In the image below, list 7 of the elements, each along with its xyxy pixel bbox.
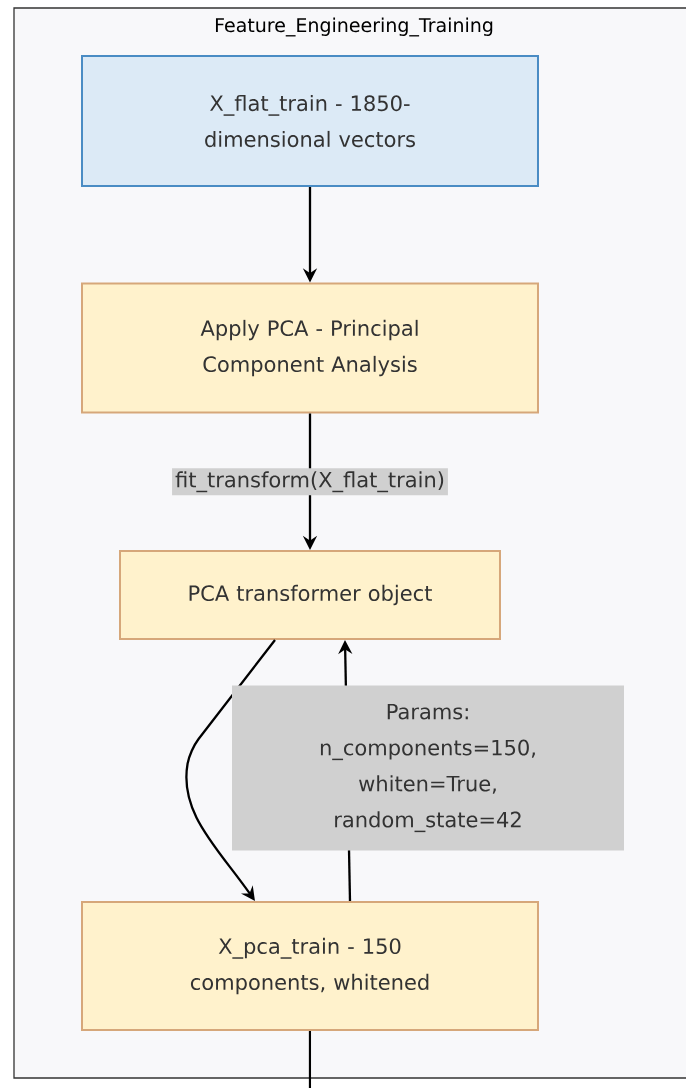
process-box: X_flat_train - 1850-dimensional vectors	[81, 55, 539, 187]
edge-label: Params: n_components=150, whiten=True, random_state=42	[232, 685, 624, 851]
edge-label: fit_transform(X_flat_train)	[172, 468, 448, 496]
process-box: PCA transformer object	[119, 550, 501, 640]
process-box: X_pca_train - 150 components, whitened	[81, 901, 539, 1031]
arrow	[185, 639, 276, 901]
process-box: Apply PCA - Principal Component Analysis	[81, 282, 539, 414]
